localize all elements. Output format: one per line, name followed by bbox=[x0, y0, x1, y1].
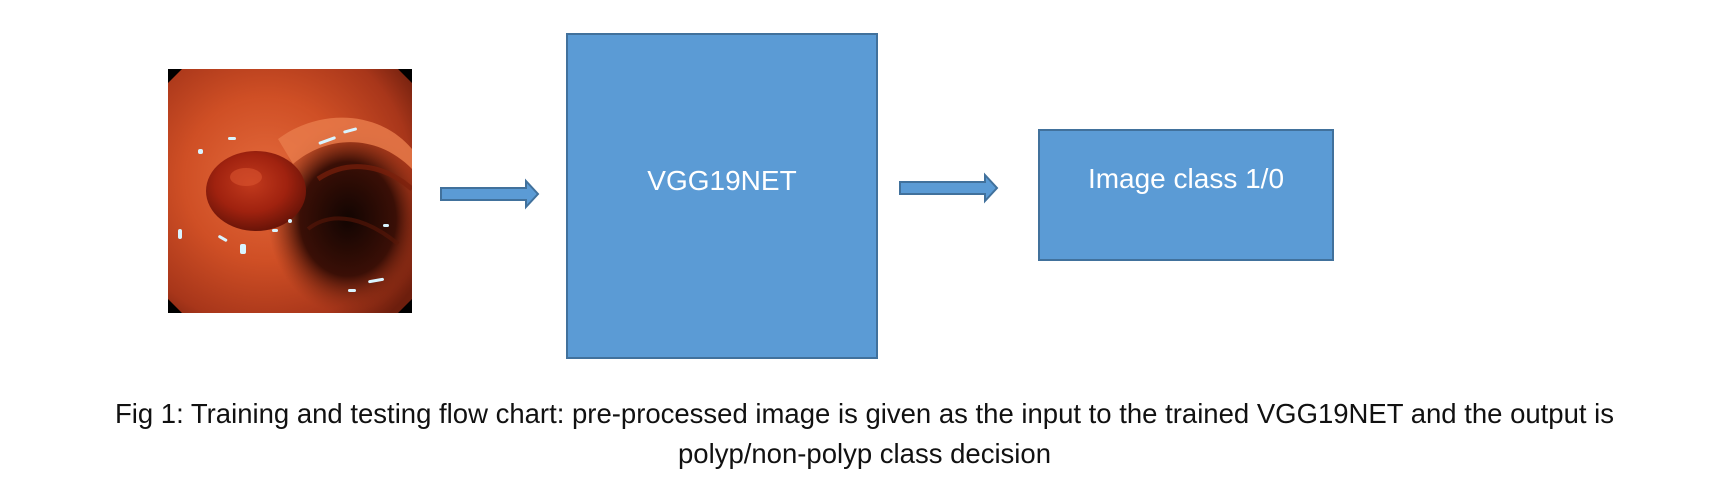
arrow-model-to-output bbox=[899, 172, 999, 204]
right-arrow-icon bbox=[440, 178, 540, 210]
caption-line-1: Fig 1: Training and testing flow chart: … bbox=[114, 398, 1615, 429]
right-arrow-icon bbox=[899, 172, 999, 204]
polyp-image-icon bbox=[168, 69, 412, 313]
caption-line-2: polyp/non-polyp class decision bbox=[678, 438, 1051, 469]
output-label: Image class 1/0 bbox=[1087, 163, 1285, 194]
model-label: VGG19NET bbox=[647, 165, 797, 196]
input-endoscopy-image bbox=[168, 69, 412, 313]
output-class-box: Image class 1/0 bbox=[1038, 129, 1334, 261]
arrow-input-to-model bbox=[440, 178, 540, 210]
vgg19net-box: VGG19NET bbox=[566, 33, 878, 359]
figure-caption: Fig 1: Training and testing flow chart: … bbox=[40, 394, 1689, 474]
